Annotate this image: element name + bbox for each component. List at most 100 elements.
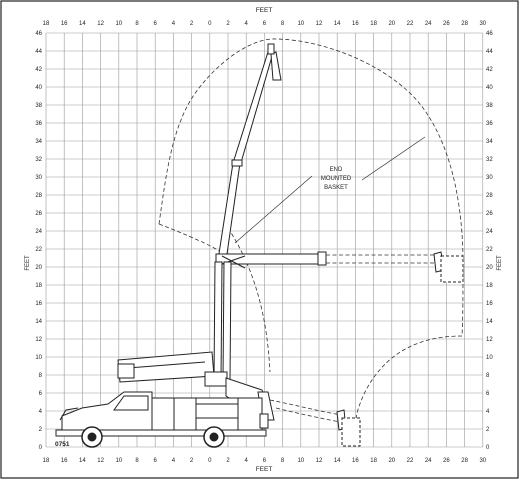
- y-tick-label: 20: [35, 265, 42, 271]
- model-code: 0751: [55, 441, 70, 448]
- x-tick-label: 6: [263, 458, 267, 464]
- truck-frame: [55, 429, 267, 437]
- horizontal-reach-dashed: [326, 254, 437, 264]
- x-tick-label: 12: [97, 458, 104, 464]
- x-tick-label: 26: [443, 21, 450, 27]
- x-tick-label: 10: [115, 458, 122, 464]
- y-tick-label: 6: [39, 391, 43, 397]
- x-tick-label: 8: [135, 458, 139, 464]
- x-tick-label: 12: [316, 21, 323, 27]
- mast-left: [213, 261, 223, 381]
- y-tick-label: 14: [486, 319, 493, 325]
- callout-line-3: BASKET: [324, 185, 348, 191]
- x-tick-label: 18: [370, 458, 377, 464]
- x-tick-label: 16: [352, 458, 359, 464]
- x-tick-label: 4: [245, 458, 249, 464]
- y-tick-label: 8: [39, 373, 43, 379]
- basket-horizontal-box: [440, 255, 464, 283]
- cab-window: [113, 395, 149, 411]
- callout-leader-right: [361, 136, 426, 181]
- lower-reach-dashed: [269, 399, 343, 423]
- x-tick-label: 14: [79, 21, 86, 27]
- x-tick-label: 2: [226, 458, 230, 464]
- y-tick-label: 16: [35, 301, 42, 307]
- x-tick-label: 24: [425, 21, 432, 27]
- y-tick-label: 30: [35, 175, 42, 181]
- elbow-joint-upright: [231, 159, 243, 167]
- callout-leader-left: [234, 175, 313, 244]
- y-tick-label: 4: [39, 409, 43, 415]
- x-tick-label: 18: [43, 458, 50, 464]
- y-tick-label: 4: [486, 409, 490, 415]
- basket-low-box: [341, 417, 361, 447]
- basket-low: [336, 409, 361, 447]
- y-tick-label: 22: [35, 247, 42, 253]
- y-tick-label: 0: [39, 445, 43, 451]
- y-axis-right: 4644424038363432302826242220181614121086…: [486, 31, 493, 451]
- rear-hub: [209, 432, 219, 442]
- x-tick-label: 26: [443, 458, 450, 464]
- reach-envelope: [158, 38, 464, 424]
- stowed-boom-tip: [117, 363, 135, 379]
- x-tick-label: 16: [61, 458, 68, 464]
- y-tick-label: 26: [486, 211, 493, 217]
- outer-reach-arc: [158, 38, 464, 259]
- y-tick-label: 46: [35, 31, 42, 37]
- y-tick-label: 40: [486, 85, 493, 91]
- x-tick-label: 10: [297, 21, 304, 27]
- x-tick-label: 18: [370, 21, 377, 27]
- y-tick-label: 0: [486, 445, 490, 451]
- y-tick-label: 32: [35, 157, 42, 163]
- front-hub: [87, 432, 97, 442]
- x-tick-label: 30: [479, 21, 486, 27]
- x-tick-label: 14: [334, 458, 341, 464]
- basket-horizontal: [433, 251, 464, 283]
- x-tick-label: 20: [388, 21, 395, 27]
- y-tick-label: 2: [486, 427, 490, 433]
- x-tick-label: 10: [297, 458, 304, 464]
- x-tick-label: 8: [281, 21, 285, 27]
- x-tick-label: 0: [208, 21, 212, 27]
- callout-line-2: MOUNTED: [321, 176, 352, 182]
- y-tick-label: 28: [486, 193, 493, 199]
- x-tick-label: 22: [407, 21, 414, 27]
- y-tick-label: 44: [486, 49, 493, 55]
- truck-hood: [59, 407, 79, 421]
- inner-swing-arc: [227, 227, 271, 373]
- y-tick-label: 24: [486, 229, 493, 235]
- x-tick-label: 2: [190, 21, 194, 27]
- x-tick-label: 2: [226, 21, 230, 27]
- x-tick-label: 4: [245, 21, 249, 27]
- y-tick-label: 36: [35, 121, 42, 127]
- y-tick-label: 18: [35, 283, 42, 289]
- bucket-truck: [55, 391, 269, 448]
- y-tick-label: 34: [486, 139, 493, 145]
- x-tick-label: 8: [281, 458, 285, 464]
- boom-tip-upright: [267, 43, 275, 55]
- x-tick-label: 28: [461, 458, 468, 464]
- y-tick-label: 42: [35, 67, 42, 73]
- x-tick-label: 12: [316, 458, 323, 464]
- y-tick-label: 10: [35, 355, 42, 361]
- x-tick-label: 4: [172, 21, 176, 27]
- boom-brace: [221, 255, 246, 269]
- mast-right: [222, 261, 232, 381]
- y-tick-label: 34: [35, 139, 42, 145]
- y-axis-left: 4644424038363432302826242220181614121086…: [35, 31, 42, 451]
- y-tick-label: 36: [486, 121, 493, 127]
- y-tick-label: 28: [35, 193, 42, 199]
- y-tick-label: 16: [486, 301, 493, 307]
- x-tick-label: 16: [352, 21, 359, 27]
- x-tick-label: 4: [172, 458, 176, 464]
- boom-horizontal: [215, 251, 327, 269]
- outrigger: [259, 413, 269, 429]
- x-tick-label: 24: [425, 458, 432, 464]
- y-tick-label: 46: [486, 31, 493, 37]
- y-tick-label: 6: [486, 391, 490, 397]
- y-tick-label: 12: [486, 337, 493, 343]
- x-tick-label: 12: [97, 21, 104, 27]
- x-tick-label: 16: [61, 21, 68, 27]
